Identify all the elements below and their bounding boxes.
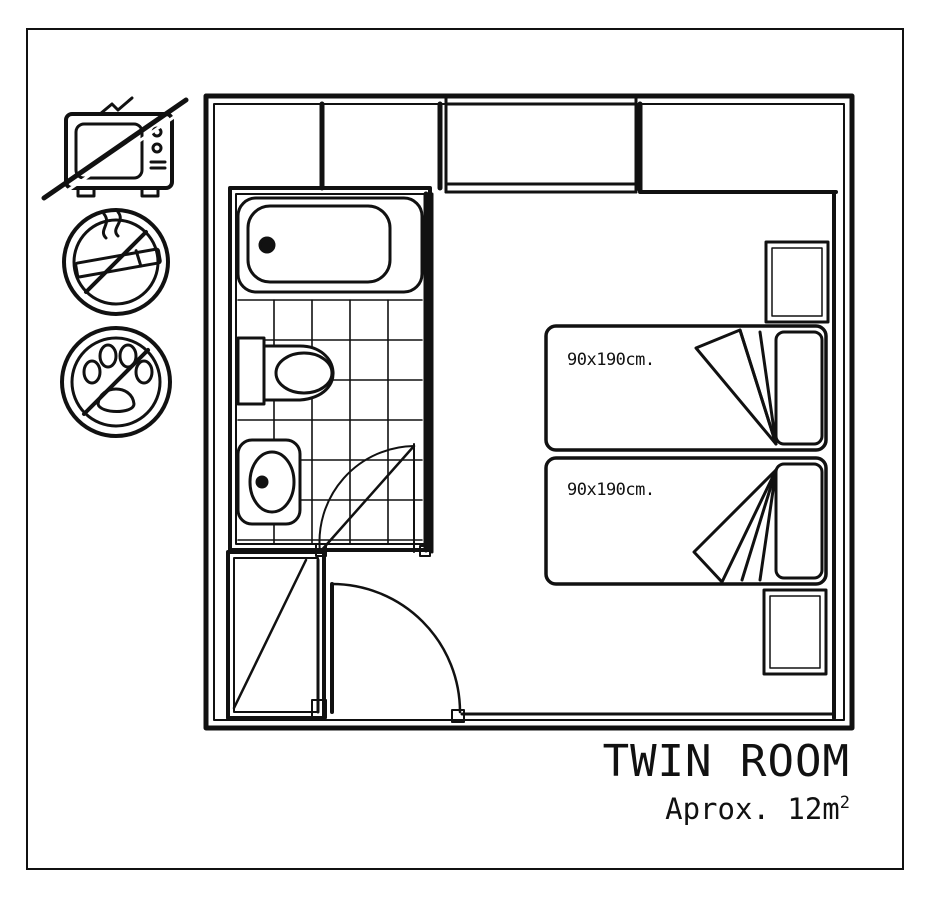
entrance-door: [330, 582, 836, 723]
room-title: TWIN ROOM: [602, 736, 850, 787]
room-area-text: Aprox. 12m: [665, 792, 840, 826]
bathroom: [228, 186, 434, 554]
toilet: [236, 336, 335, 406]
bed-1: [544, 324, 828, 452]
no-pets-icon: [60, 326, 172, 438]
sink: [236, 438, 302, 526]
bathtub: [236, 196, 424, 294]
no-tv-icon: [41, 96, 192, 206]
nightstand-top: [764, 240, 830, 324]
bed-2: [544, 456, 828, 586]
bed-1-size-label: 90x190cm.: [567, 350, 655, 370]
closet: [226, 550, 327, 720]
outer-walls: [203, 93, 855, 731]
room-area: Aprox. 12m2: [665, 792, 850, 826]
nightstand-bottom: [762, 588, 828, 676]
room-area-superscript: 2: [839, 793, 850, 813]
no-smoking-icon: [62, 208, 170, 316]
bed-2-size-label: 90x190cm.: [567, 480, 655, 500]
bathroom-door: [315, 443, 431, 557]
